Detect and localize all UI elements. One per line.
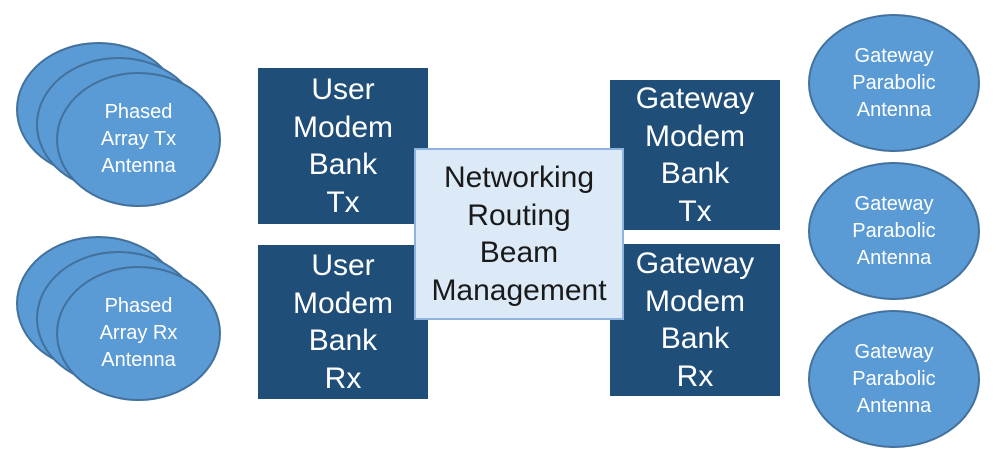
- user-modem-bank-rx: User Modem Bank Rx: [258, 245, 428, 399]
- networking-label: Networking Routing Beam Management: [431, 161, 607, 307]
- gateway-modem-bank-rx-label: Gateway Modem Bank Rx: [635, 247, 755, 393]
- gateway-antenna-1-label: Gateway Parabolic Antenna: [852, 44, 936, 121]
- gateway-antenna-2-label: Gateway Parabolic Antenna: [852, 192, 936, 269]
- user-modem-bank-rx-label: User Modem Bank Rx: [292, 249, 394, 395]
- phased-array-rx-antenna: Phased Array Rx Antenna: [56, 266, 221, 401]
- networking-routing-beam-management: Networking Routing Beam Management: [414, 148, 624, 320]
- gateway-parabolic-antenna-3: Gateway Parabolic Antenna: [808, 310, 980, 448]
- phased-array-tx-label: Phased Array Tx Antenna: [100, 101, 177, 177]
- gateway-modem-bank-tx: Gateway Modem Bank Tx: [610, 80, 780, 230]
- gateway-modem-bank-rx: Gateway Modem Bank Rx: [610, 244, 780, 396]
- gateway-parabolic-antenna-1: Gateway Parabolic Antenna: [808, 14, 980, 152]
- phased-array-rx-label: Phased Array Rx Antenna: [99, 295, 178, 371]
- phased-array-tx-antenna: Phased Array Tx Antenna: [56, 72, 221, 207]
- user-modem-bank-tx-label: User Modem Bank Tx: [292, 73, 394, 219]
- gateway-antenna-3-label: Gateway Parabolic Antenna: [852, 340, 936, 417]
- user-modem-bank-tx: User Modem Bank Tx: [258, 68, 428, 224]
- gateway-modem-bank-tx-label: Gateway Modem Bank Tx: [635, 82, 755, 228]
- gateway-parabolic-antenna-2: Gateway Parabolic Antenna: [808, 162, 980, 300]
